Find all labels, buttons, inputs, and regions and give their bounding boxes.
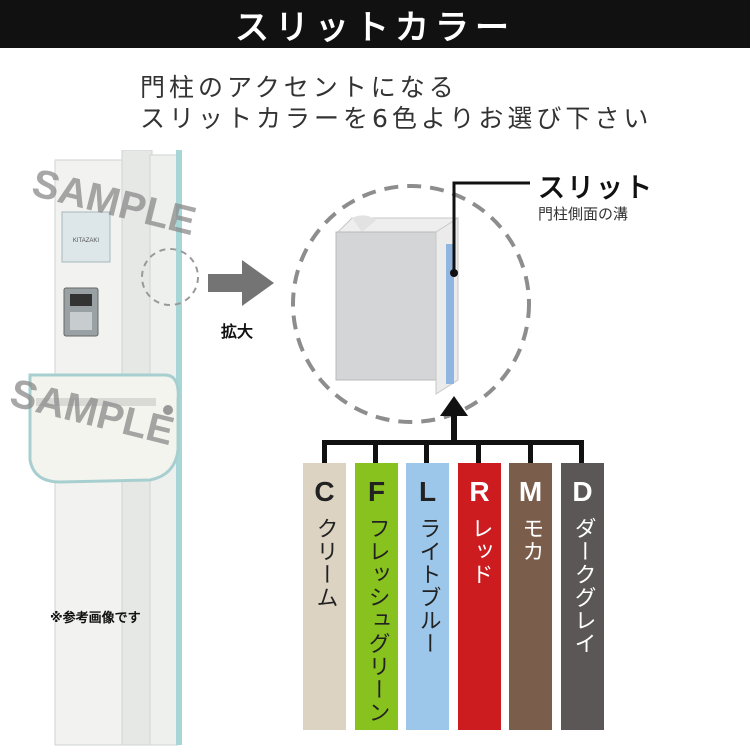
connector-drop-l [424,440,429,464]
swatch-code: R [469,476,490,507]
connector-bar [323,440,584,445]
mailbox-slot [36,398,156,406]
slit-subtitle: 門柱側面の溝 [538,205,629,223]
connector-drop-m [528,440,533,464]
swatch-code: L [418,476,437,507]
swatch-dark-gray: D ダークグレイ [561,463,604,730]
swatch-mocha: M モカ [509,463,552,730]
connector-drop-f [373,440,378,464]
title-banner: スリットカラー [0,0,750,48]
swatch-red: R レッド [458,463,501,730]
connector-drop-c [322,440,327,464]
slit-pointer [452,181,530,273]
arrow-right-icon [208,260,274,306]
intro-text: 門柱のアクセントになる スリットカラーを6色よりお選び下さい [140,72,652,134]
intercom-camera [70,294,92,306]
reference-note: ※参考画像です [50,611,141,626]
intercom-speaker [70,312,92,330]
swatch-name: ダークグレイ [570,517,596,655]
arrow-stem [451,414,457,444]
block-front [335,231,437,381]
banner-title: スリットカラー [235,7,515,48]
block-groove [352,215,376,232]
swatch-cream: C クリーム [303,463,346,730]
mailbox-lock [163,405,173,415]
arrow-up-icon [440,396,468,416]
slit-groove [446,244,454,384]
swatch-code: M [518,476,543,507]
enlarge-label: 拡大 [221,322,254,341]
nameplate [61,211,111,263]
slit-title: スリット [538,173,654,204]
swatch-light-blue: L ライトブルー [406,463,449,730]
swatch-code: F [367,476,386,507]
gate-pillar-image: KITAZAKI SAMPLE SAMPLE [6,150,200,746]
connector-drop-d [579,440,584,464]
swatch-name: ライトブルー [415,517,441,655]
slit-pointer-dot [450,269,458,277]
swatch-name: モカ [518,517,544,563]
swatch-fresh-green: F フレッシュグリーン [355,463,398,730]
swatch-code: D [572,476,593,507]
zoom-target-circle [141,248,199,306]
swatch-name: クリーム [312,517,338,609]
swatch-name: フレッシュグリーン [364,517,390,724]
intro-line-2: スリットカラーを6色よりお選び下さい [140,104,653,133]
swatch-name: レッド [467,517,493,586]
intro-line-1: 門柱のアクセントになる [140,73,458,102]
swatch-code: C [314,476,335,507]
connector-drop-r [476,440,481,464]
nameplate-text: KITAZAKI [73,238,100,244]
